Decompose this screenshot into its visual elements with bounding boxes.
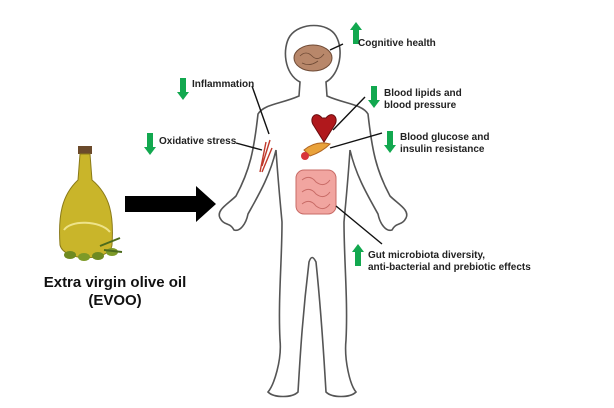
evoo-title: Extra virgin olive oil (43, 274, 187, 291)
down-arrow-icon (384, 131, 396, 153)
up-arrow-icon (352, 244, 364, 266)
effect-label-gut-microbiota: Gut microbiota diversity,anti-bacterial … (368, 250, 531, 274)
pancreas-icon (303, 142, 331, 157)
heart-icon (311, 114, 337, 143)
label-line: Oxidative stress (159, 136, 237, 147)
effect-label-oxidative-stress: Oxidative stress (159, 136, 236, 148)
blood-vessel-icon (259, 139, 273, 173)
label-line: Gut microbiota diversity, (368, 250, 486, 261)
label-line: Inflammation (192, 79, 255, 90)
effect-label-inflammation: Inflammation (192, 79, 254, 91)
down-arrow-icon (368, 86, 380, 108)
label-line: anti-bacterial and prebiotic effects (368, 262, 531, 273)
down-arrow-icon (177, 78, 189, 100)
down-arrow-icon (144, 133, 156, 155)
label-line: Cognitive health (358, 38, 436, 49)
effect-label-cognitive-health: Cognitive health (358, 38, 436, 50)
label-line: Blood glucose and (400, 132, 490, 143)
intestines-icon (295, 169, 337, 215)
label-line: insulin resistance (400, 144, 485, 155)
brain-icon (293, 44, 333, 72)
label-line: Blood lipids and (384, 88, 462, 99)
olive-oil-bottle-icon (59, 146, 123, 261)
connector-lines (235, 43, 383, 245)
up-arrow-icon (350, 22, 362, 44)
evoo-subtitle: (EVOO) (88, 292, 142, 309)
human-body-outline (218, 24, 408, 398)
label-line: blood pressure (384, 100, 457, 111)
big-arrow-icon (125, 186, 216, 222)
